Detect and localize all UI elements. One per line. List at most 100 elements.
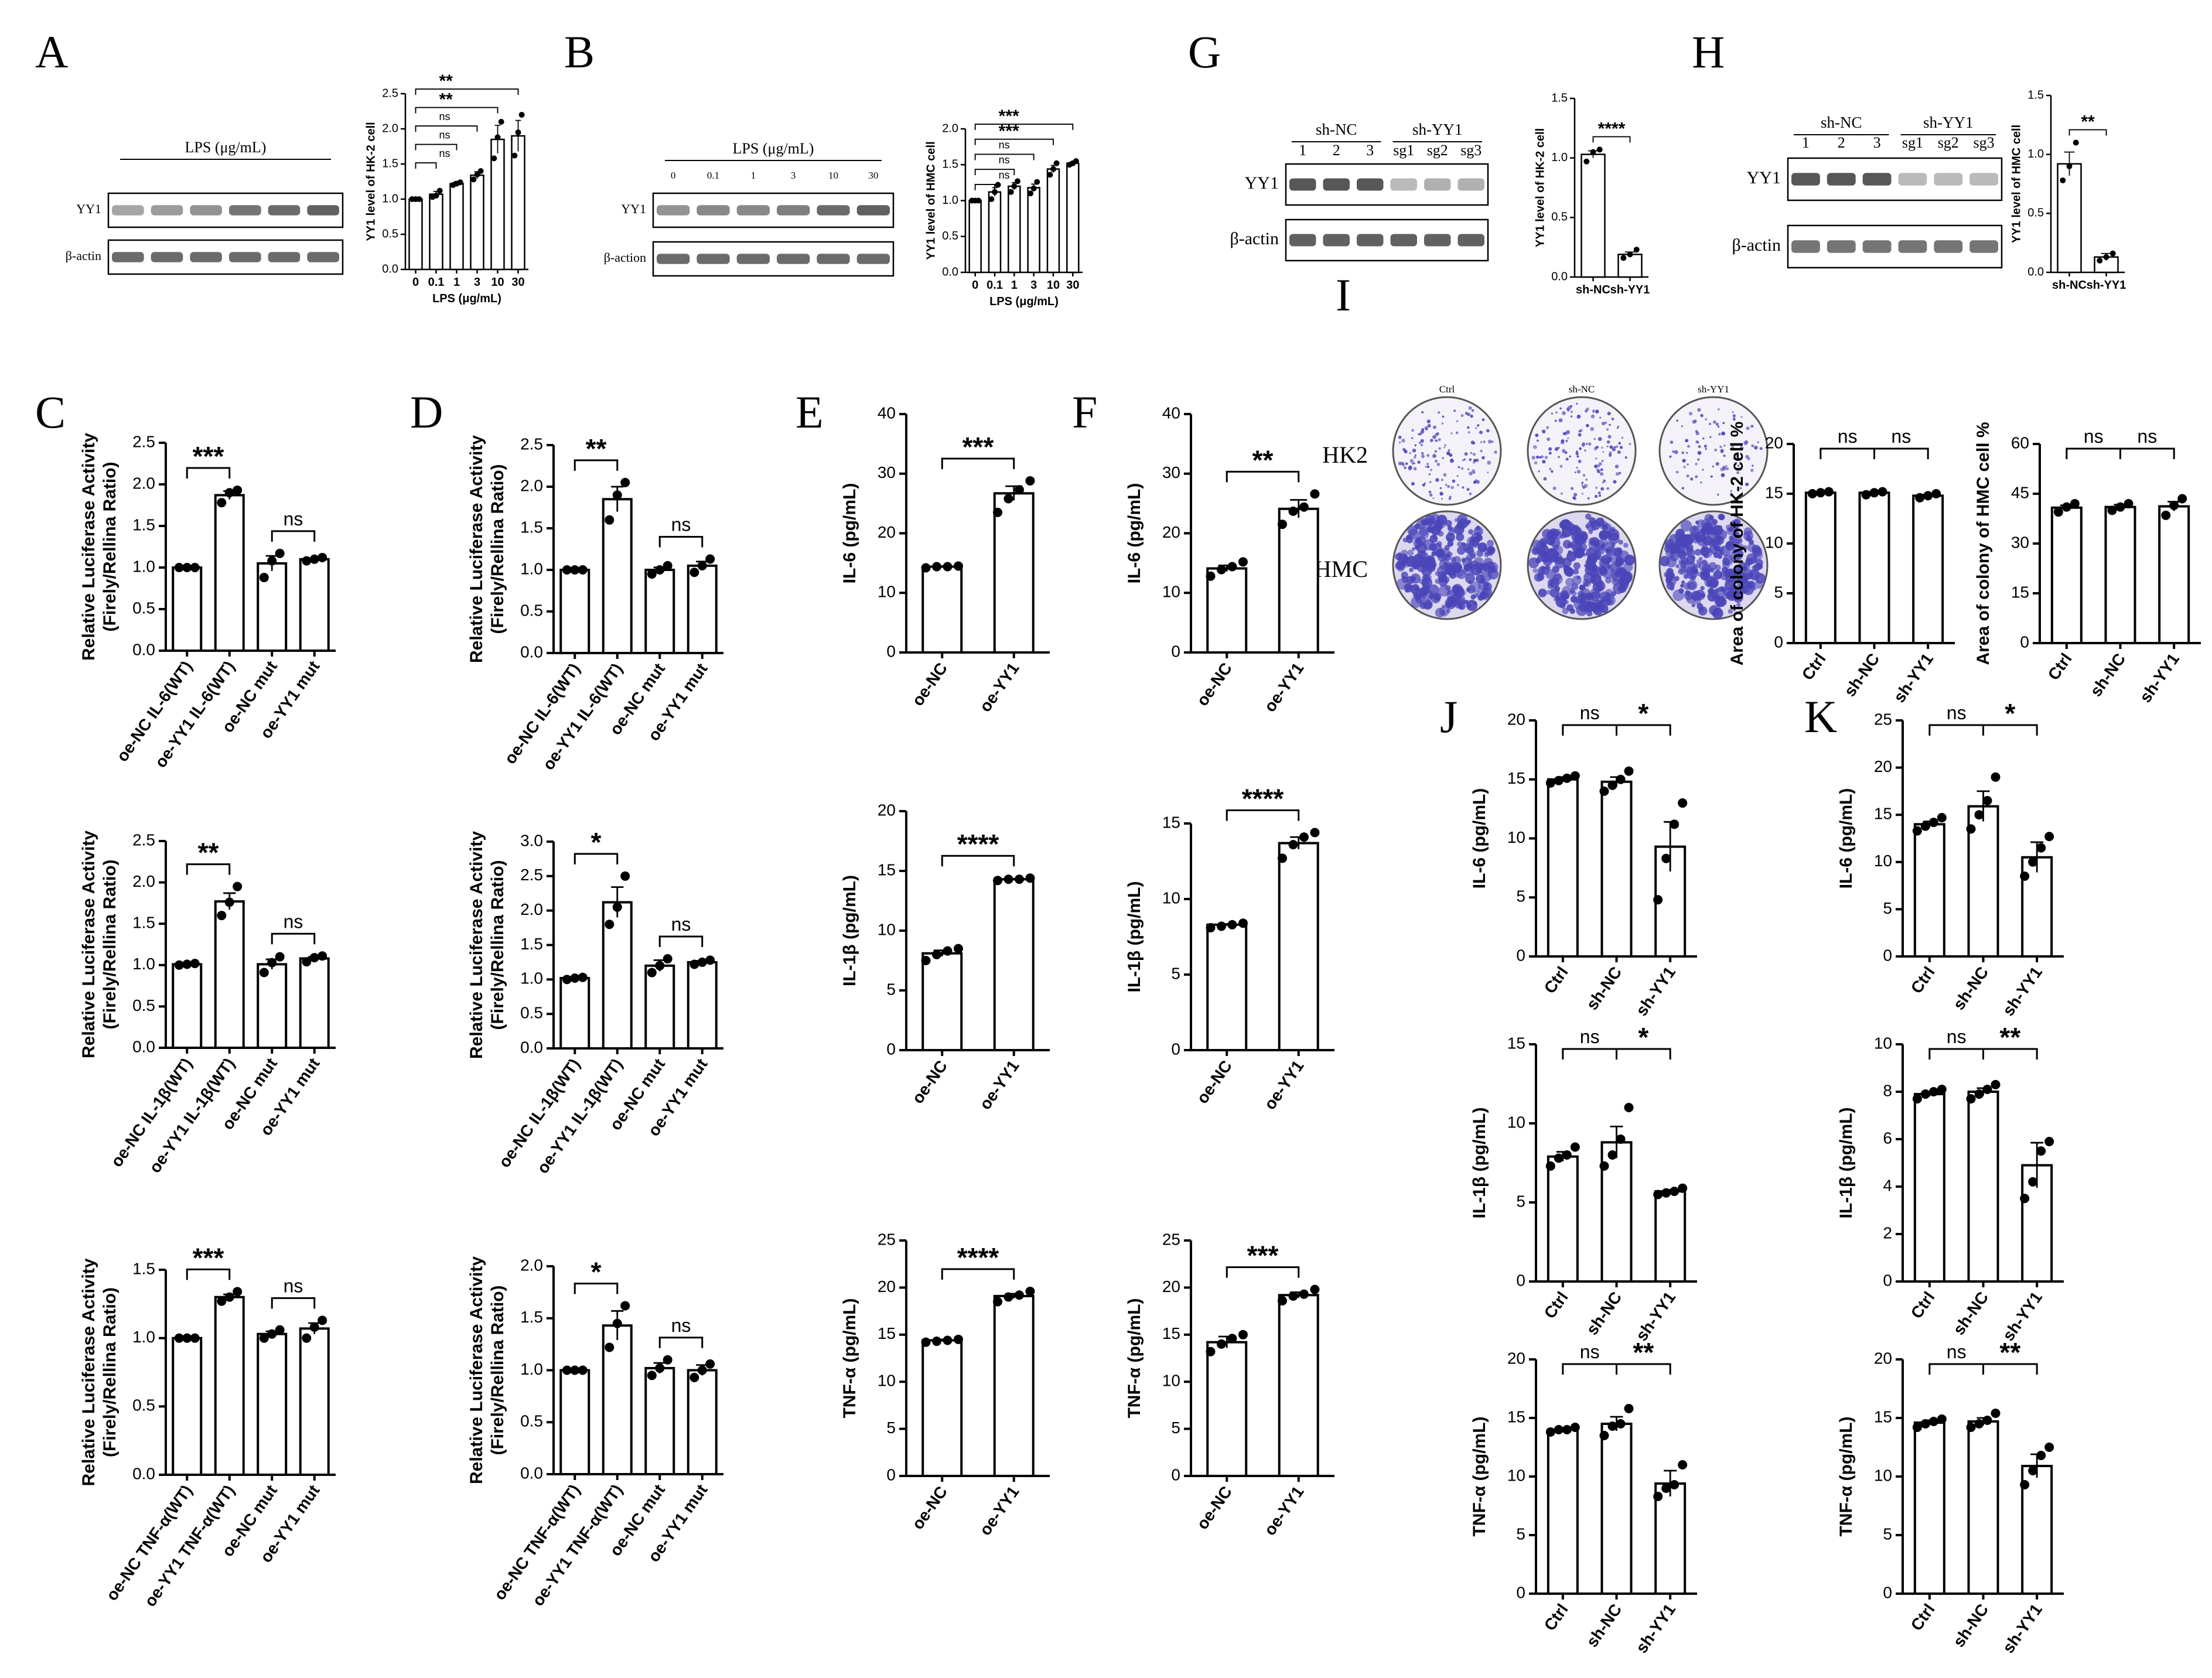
- blot-band: [268, 252, 301, 262]
- colony: [1435, 607, 1445, 618]
- y-axis-label: YY1 level of HK-2 cell: [364, 122, 377, 241]
- colony: [1609, 445, 1613, 449]
- bar: [299, 558, 330, 652]
- x-tick-label: oe-YY1 IL-6(WT): [151, 658, 238, 771]
- sig-label: ***: [999, 122, 1019, 141]
- sig-label: ns: [1580, 1026, 1600, 1047]
- data-point: [477, 168, 484, 174]
- y-tick-label: 2.0: [132, 474, 155, 492]
- blot-frame: [652, 241, 895, 277]
- colony: [1722, 422, 1725, 425]
- bar: [1206, 1341, 1248, 1478]
- dish: [1658, 396, 1769, 506]
- x-tick-label: sh-NC: [1583, 1601, 1626, 1650]
- data-point: [318, 552, 327, 562]
- colony: [1545, 426, 1549, 429]
- colony: [1602, 451, 1605, 453]
- data-point: [182, 959, 192, 969]
- colony: [1559, 407, 1562, 410]
- colony: [1595, 486, 1598, 489]
- x-tick-label: sh-NC: [2087, 650, 2129, 700]
- y-tick-label: 15: [1162, 1324, 1180, 1342]
- data-point: [1620, 255, 1627, 261]
- data-point: [2036, 843, 2046, 853]
- data-point: [1310, 828, 1320, 838]
- y-tick-label: 10: [1507, 1113, 1525, 1131]
- colony: [1685, 591, 1691, 597]
- x-tick-label: 0.1: [986, 279, 1003, 292]
- colony: [1733, 457, 1736, 460]
- colony: [1431, 551, 1436, 556]
- colony: [1446, 536, 1451, 541]
- data-point: [1227, 920, 1237, 929]
- data-point: [1937, 813, 1947, 823]
- colony: [1725, 465, 1728, 467]
- colony: [1686, 566, 1696, 577]
- colony: [1575, 527, 1582, 534]
- bar: [1600, 1423, 1633, 1595]
- colony: [1593, 438, 1596, 440]
- y-axis-label: TNF-α (pg/mL): [1836, 1416, 1856, 1536]
- colony: [1554, 447, 1559, 451]
- colony: [1683, 465, 1686, 469]
- sig-bracket: [1928, 1363, 1984, 1375]
- sig-label: ns: [999, 154, 1010, 166]
- data-point: [1590, 149, 1596, 155]
- data-point: [2036, 1451, 2046, 1460]
- colony: [1732, 418, 1736, 421]
- data-point: [2103, 254, 2109, 260]
- colony: [1436, 463, 1440, 466]
- colony: [1423, 539, 1435, 551]
- data-point: [2097, 257, 2103, 264]
- blot-band: [151, 252, 183, 262]
- colony: [1581, 493, 1584, 495]
- data-point: [174, 1333, 184, 1343]
- data-point: [605, 1342, 615, 1352]
- data-point: [515, 129, 521, 135]
- colony: [1446, 609, 1451, 613]
- colony: [1715, 462, 1719, 466]
- colony: [1614, 446, 1616, 448]
- y-tick-label: 15: [1507, 1034, 1525, 1052]
- colony: [1571, 531, 1582, 542]
- colony: [1586, 556, 1596, 566]
- colony: [1615, 445, 1619, 448]
- colony: [1583, 484, 1588, 488]
- colony: [1456, 532, 1465, 541]
- bar: [921, 565, 963, 654]
- bar: [1027, 187, 1040, 274]
- bar: [644, 964, 675, 1050]
- y-tick-label: 1.5: [132, 1259, 155, 1277]
- x-tick-label: sh-NC: [2052, 279, 2087, 292]
- blot-band: [1791, 240, 1820, 253]
- colony: [1463, 458, 1466, 461]
- colony: [1467, 412, 1470, 416]
- data-point: [1653, 1492, 1663, 1501]
- colony: [1697, 458, 1700, 461]
- data-point: [318, 1315, 327, 1325]
- data-point: [647, 1371, 657, 1380]
- colony: [1730, 586, 1739, 596]
- data-point: [932, 949, 942, 959]
- colony: [1624, 456, 1627, 459]
- colony: [1442, 457, 1444, 459]
- colony: [1589, 517, 1596, 524]
- blot-lane-label: 0.1: [707, 170, 719, 181]
- colony: [1579, 429, 1583, 433]
- colony: [1473, 461, 1476, 464]
- bar: [644, 569, 675, 654]
- colony: [1536, 455, 1539, 459]
- y-tick-label: 0: [1883, 1583, 1892, 1601]
- sig-bracket: [1562, 1048, 1617, 1060]
- x-tick-label: Ctrl: [1541, 963, 1572, 997]
- x-tick-label: sh-YY1: [1632, 963, 1679, 1020]
- y-tick-label: 0: [1171, 642, 1180, 660]
- data-point: [1053, 160, 1060, 166]
- colony: [1695, 520, 1699, 524]
- data-point: [1678, 1183, 1688, 1193]
- colony: [1746, 581, 1754, 589]
- colony: [1562, 586, 1573, 597]
- colony: [1583, 572, 1596, 584]
- y-tick-label: 10: [1507, 828, 1525, 846]
